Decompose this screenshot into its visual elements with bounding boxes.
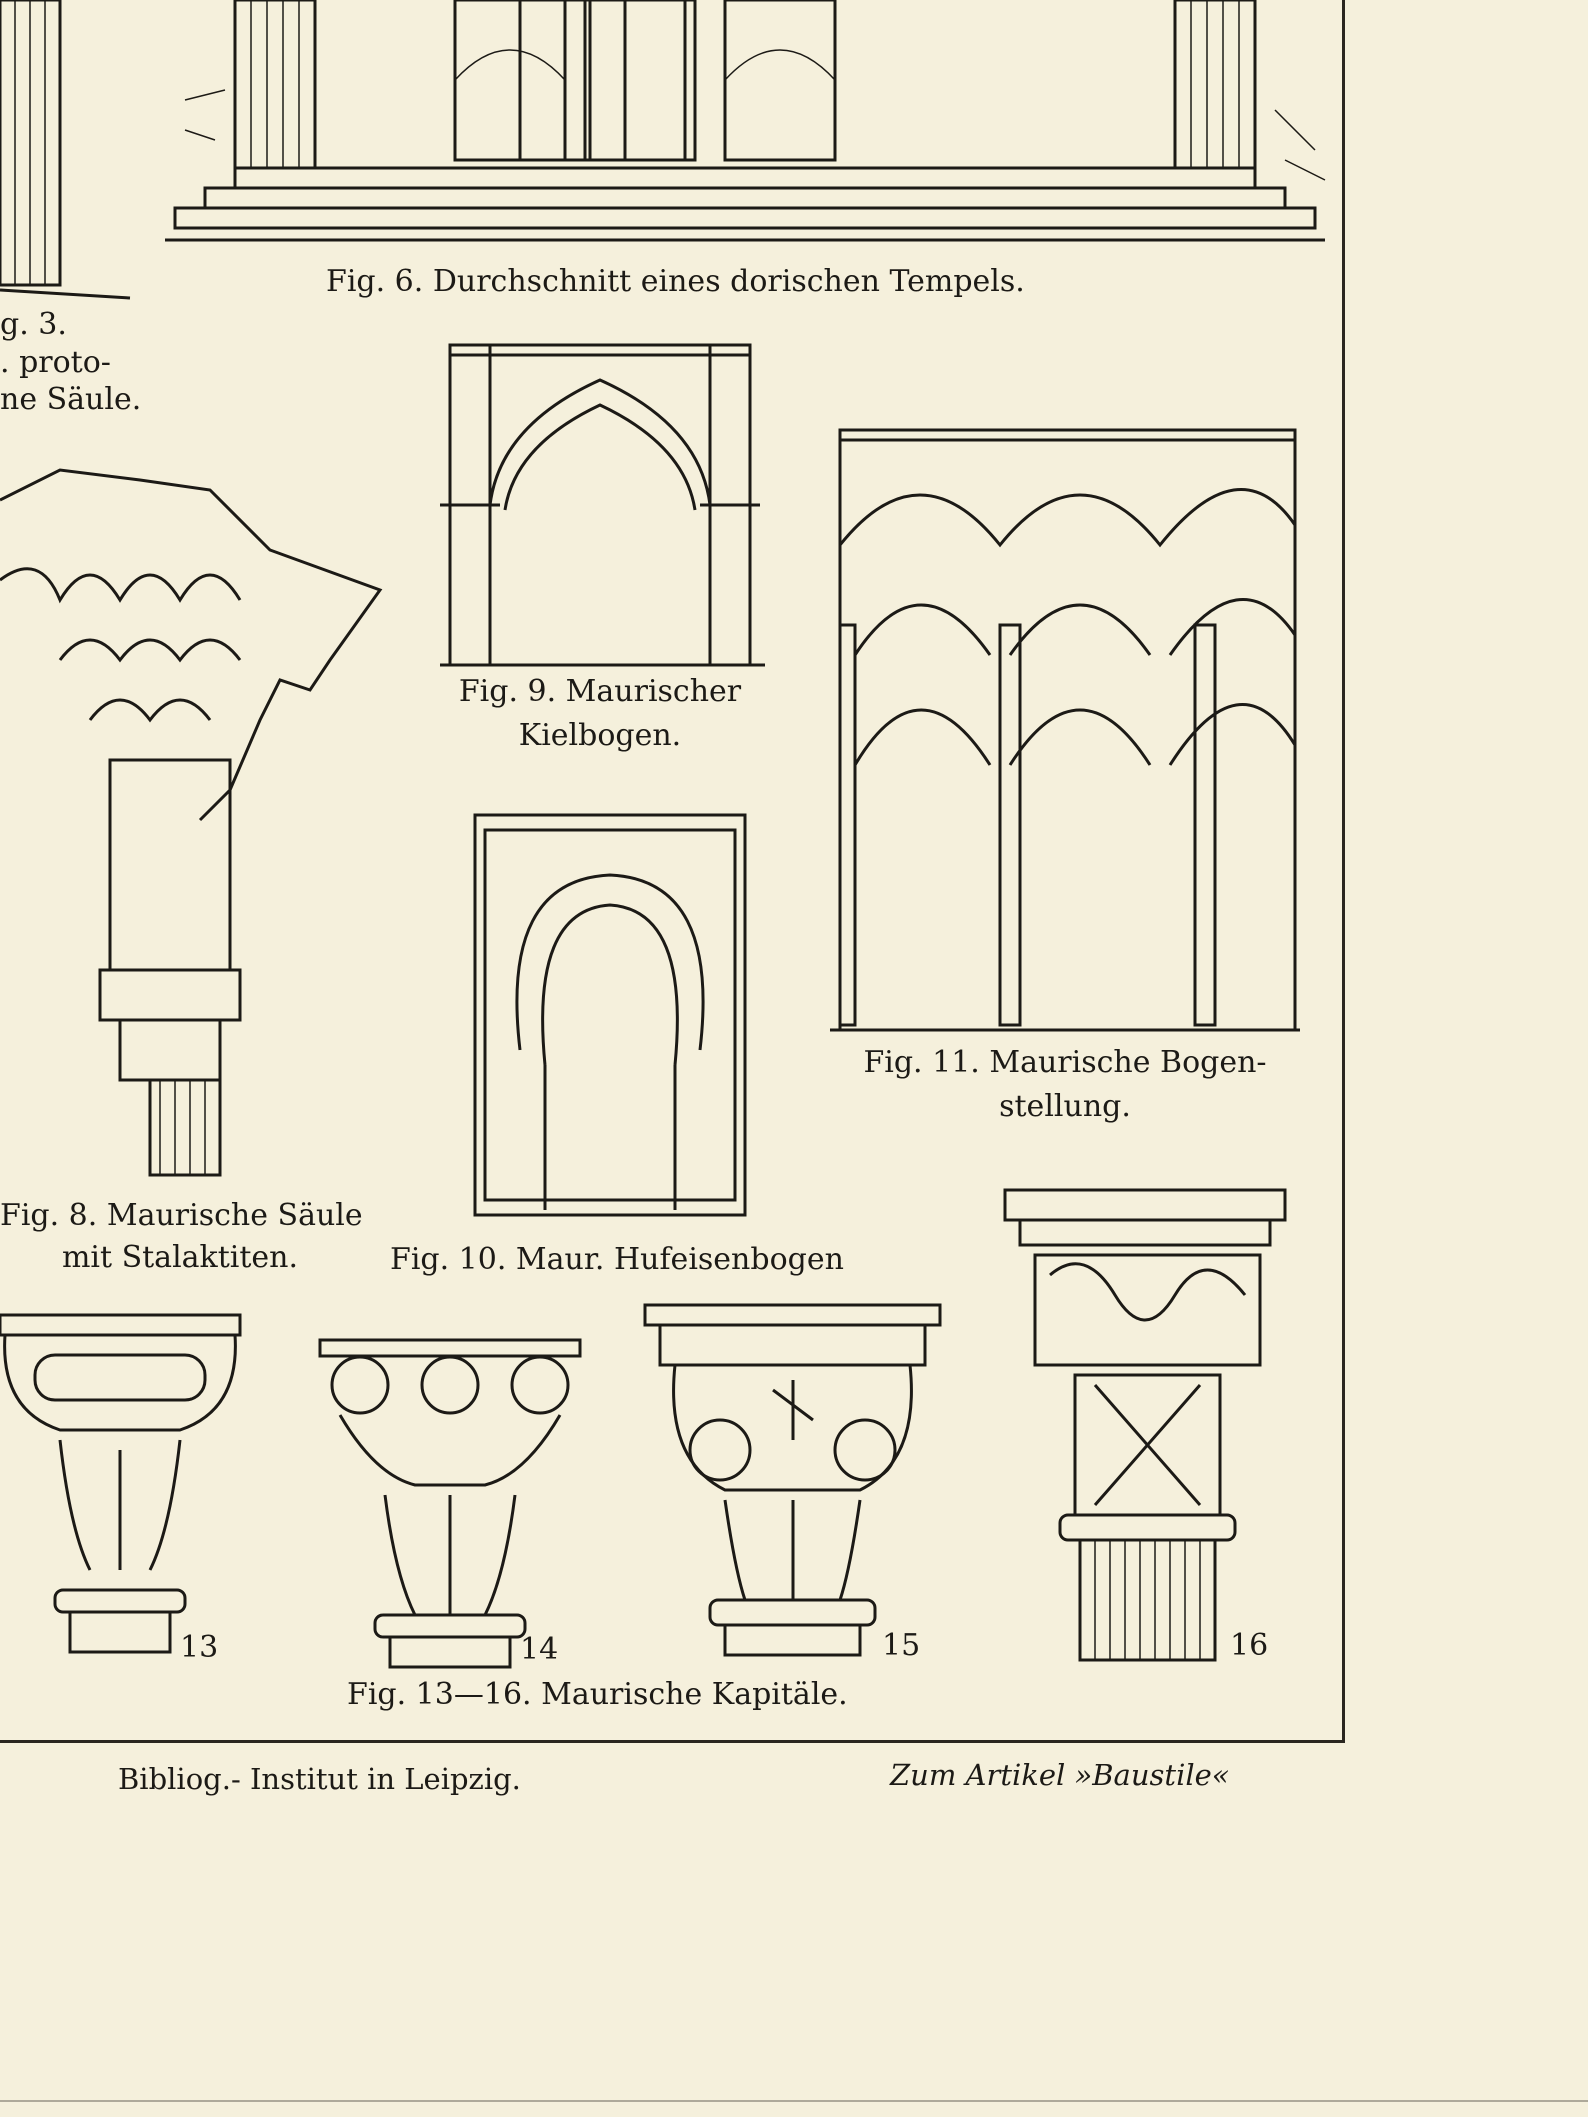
capital-number-16: 16 — [1230, 1628, 1269, 1663]
capital-number-14: 14 — [520, 1632, 559, 1667]
fig6-caption: Fig. 6. Durchschnitt eines dorischen Tem… — [326, 264, 1025, 299]
capital-number-13: 13 — [180, 1630, 219, 1665]
fig9-moorish-keel-arch — [440, 343, 765, 667]
footer-publisher: Bibliog.- Institut in Leipzig. — [118, 1762, 521, 1796]
frame-right-rule — [1342, 0, 1345, 1740]
fig9-caption-line2: Kielbogen. — [518, 718, 682, 753]
frame-bottom-rule — [0, 1740, 1345, 1743]
fig8-caption-line1: Fig. 8. Maurische Säule — [0, 1198, 363, 1233]
fig14-moorish-capital — [318, 1338, 582, 1669]
fig3-caption-line3: ne Säule. — [0, 382, 142, 417]
fig15-moorish-capital — [643, 1303, 942, 1657]
fig9-caption-line1: Fig. 9. Maurischer — [458, 674, 742, 709]
fig13-moorish-capital — [0, 1313, 242, 1654]
fig3-proto-doric-column — [0, 0, 131, 300]
fig11-moorish-arcade — [830, 428, 1300, 1032]
capital-number-15: 15 — [882, 1628, 921, 1663]
fig8-moorish-column-stalactites — [0, 468, 383, 1177]
fig10-caption: Fig. 10. Maur. Hufeisenbogen — [390, 1242, 844, 1277]
fig11-caption-line1: Fig. 11. Maurische Bogen- — [863, 1045, 1267, 1080]
fig13-16-caption: Fig. 13—16. Maurische Kapitäle. — [347, 1677, 848, 1712]
page-bottom-edge — [0, 2100, 1588, 2102]
footer-article-reference: Zum Artikel »Baustile« — [890, 1758, 1230, 1792]
fig10-moorish-horseshoe-arch — [473, 813, 747, 1217]
fig16-moorish-capital — [1003, 1188, 1287, 1662]
fig11-caption-line2: stellung. — [999, 1089, 1131, 1124]
fig6-doric-temple-section — [165, 0, 1326, 242]
fig8-caption-line2: mit Stalaktiten. — [61, 1240, 299, 1275]
fig3-caption-line2: . proto- — [0, 345, 111, 380]
fig3-caption-line1: g. 3. — [0, 307, 67, 342]
